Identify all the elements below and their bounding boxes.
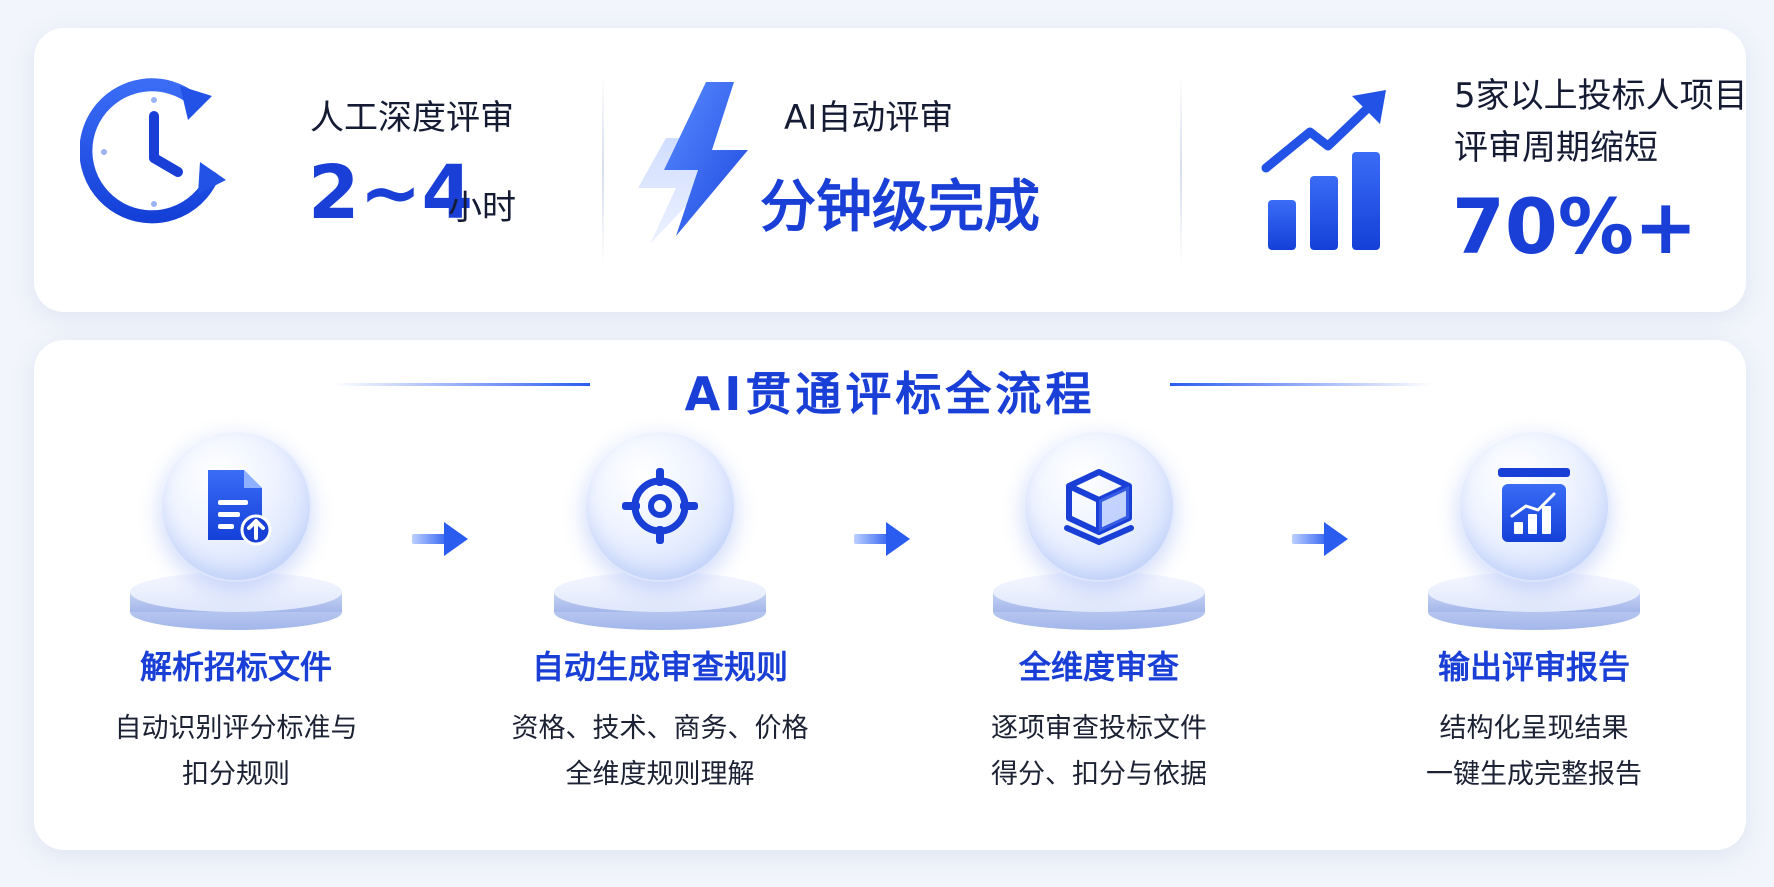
- flow-card: AI贯通评标全流程 解析招标文件 自动识别评分标准与 扣分规则: [34, 340, 1746, 850]
- flow-arrow-icon: [854, 522, 910, 556]
- report-chart-icon: [1498, 468, 1570, 542]
- pedestal: [1428, 572, 1640, 630]
- step-orb: [584, 430, 736, 582]
- stat-value: 分钟级完成: [760, 175, 1040, 240]
- document-upload-icon: [208, 470, 272, 546]
- stat-label: 人工深度评审: [310, 98, 514, 138]
- step-orb: [160, 430, 312, 582]
- pedestal: [130, 572, 342, 630]
- step-desc-line2: 一键生成完整报告: [1426, 759, 1642, 790]
- divider: [602, 74, 604, 266]
- stat-ai-review: AI自动评审 分钟级完成: [606, 28, 1106, 312]
- stat-label: AI自动评审: [784, 98, 954, 138]
- stat-unit: 小时: [448, 188, 516, 228]
- lightning-icon: [638, 82, 748, 244]
- step-orb: [1458, 430, 1610, 582]
- flow-step-full-review: 全维度审查 逐项审查投标文件 得分、扣分与依据: [949, 430, 1249, 840]
- flow-step-parse-tender: 解析招标文件 自动识别评分标准与 扣分规则: [86, 430, 386, 840]
- title-line-left: [334, 383, 590, 386]
- stat-manual-review: 人工深度评审 2~4 小时: [34, 28, 534, 312]
- stat-cycle-reduction: 5家以上投标人项目 评审周期缩短 70%+: [1184, 28, 1748, 312]
- step-desc-line2: 扣分规则: [182, 759, 290, 790]
- step-desc-line2: 得分、扣分与依据: [991, 759, 1207, 790]
- target-icon: [622, 468, 698, 544]
- flow-step-output-report: 输出评审报告 结构化呈现结果 一键生成完整报告: [1384, 430, 1684, 840]
- step-title: 输出评审报告: [1437, 648, 1630, 686]
- cube-icon: [1064, 469, 1134, 545]
- step-orb: [1023, 430, 1175, 582]
- stat-label-line2: 评审周期缩短: [1454, 128, 1658, 168]
- step-title: 解析招标文件: [139, 648, 332, 686]
- stat-value: 2~4: [308, 150, 473, 236]
- step-desc-line1: 资格、技术、商务、价格: [511, 713, 809, 744]
- flow-step-generate-rules: 自动生成审查规则 资格、技术、商务、价格 全维度规则理解: [510, 430, 810, 840]
- step-desc-line2: 全维度规则理解: [565, 759, 755, 790]
- step-desc-line1: 自动识别评分标准与: [114, 713, 358, 744]
- stat-label-line1: 5家以上投标人项目: [1454, 76, 1748, 116]
- flow-title: AI贯通评标全流程: [684, 367, 1096, 421]
- growth-chart-icon: [1261, 90, 1386, 250]
- clock-icon: [80, 78, 226, 224]
- stats-card: 人工深度评审 2~4 小时 AI自动评审 分钟级完成 5家以上投标人项目 评审周…: [34, 28, 1748, 312]
- title-line-right: [1170, 383, 1432, 386]
- step-title: 全维度审查: [1018, 648, 1179, 686]
- divider: [1180, 74, 1182, 266]
- flow-arrow-icon: [412, 522, 468, 556]
- pedestal: [554, 572, 766, 630]
- step-title: 自动生成审查规则: [531, 648, 788, 686]
- step-desc-line1: 逐项审查投标文件: [991, 713, 1207, 744]
- step-desc-line1: 结构化呈现结果: [1439, 713, 1629, 744]
- pedestal: [993, 572, 1205, 630]
- flow-arrow-icon: [1292, 522, 1348, 556]
- stat-value: 70%+: [1452, 182, 1698, 271]
